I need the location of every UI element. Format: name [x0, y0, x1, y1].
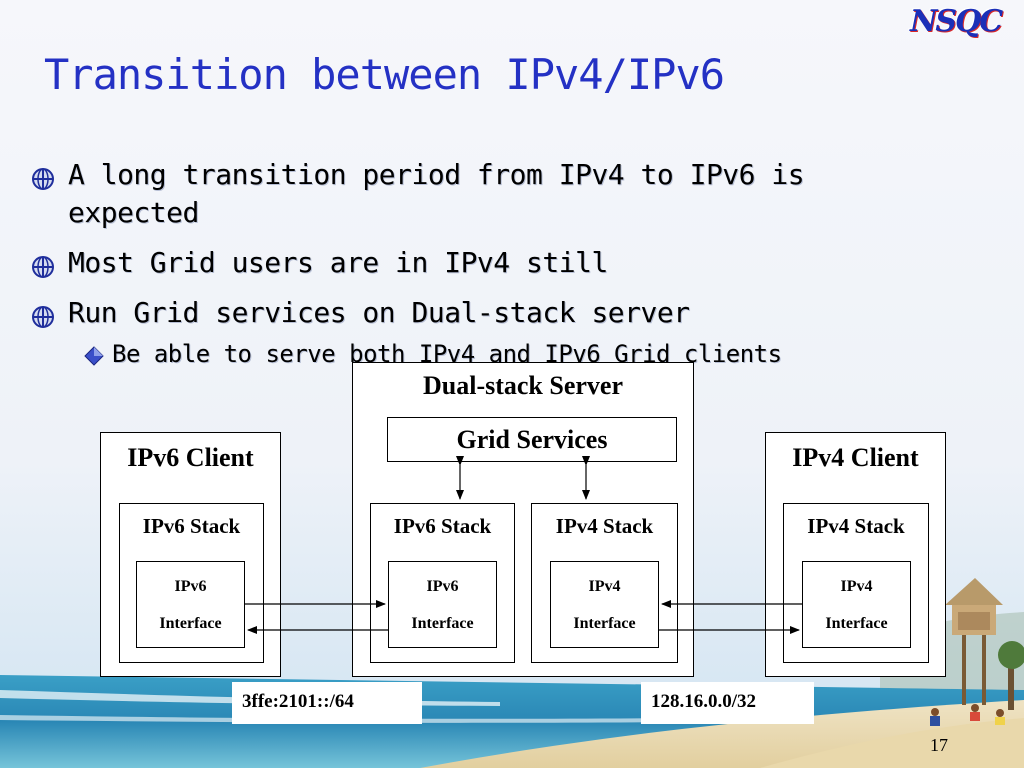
ipv6-client-title: IPv6 Client: [127, 443, 254, 472]
globe-bullet-icon: [32, 256, 54, 278]
bullet-text: Most Grid users are in IPv4 still: [68, 246, 608, 279]
server-ipv4-interface-line2: Interface: [573, 615, 636, 632]
page-number: 17: [930, 735, 948, 755]
bullet-list: A long transition period from IPv4 to IP…: [30, 156, 948, 344]
globe-bullet-icon: [32, 168, 54, 190]
ipv4-client-stack-label: IPv4 Stack: [807, 514, 905, 538]
dual-stack-server-box: Dual-stack Server Grid Services IPv6 Sta…: [352, 362, 694, 677]
ipv6-client-stack-box: IPv6 Stack IPv6 Interface: [119, 503, 264, 663]
server-ipv4-stack-label: IPv4 Stack: [555, 514, 654, 538]
server-ipv4-stack-box: IPv4 Stack IPv4 Interface: [531, 503, 678, 663]
ipv6-client-interface-box: IPv6 Interface: [136, 561, 245, 648]
diamond-bullet-icon: [84, 346, 104, 366]
server-ipv6-stack-box: IPv6 Stack IPv6 Interface: [370, 503, 515, 663]
server-ipv6-interface-line1: IPv6: [426, 578, 459, 595]
bullet-item: A long transition period from IPv4 to IP…: [30, 156, 948, 232]
nsqc-logo: NSQC: [910, 4, 1003, 39]
ipv6-client-box: IPv6 Client IPv6 Stack IPv6 Interface: [100, 432, 281, 677]
ipv4-client-interface-line1: IPv4: [840, 578, 873, 595]
ipv4-network-label: 128.16.0.0/32: [641, 682, 814, 724]
ipv4-client-interface-line2: Interface: [825, 615, 888, 632]
ipv4-client-interface-box: IPv4 Interface: [802, 561, 911, 648]
server-ipv4-interface-line1: IPv4: [588, 578, 621, 595]
ipv4-client-box: IPv4 Client IPv4 Stack IPv4 Interface: [765, 432, 946, 677]
ipv6-client-interface-line1: IPv6: [174, 578, 207, 595]
ipv4-client-title: IPv4 Client: [792, 443, 919, 472]
grid-services-label: Grid Services: [456, 425, 608, 454]
bullet-item: Most Grid users are in IPv4 still: [30, 244, 948, 282]
server-ipv6-stack-label: IPv6 Stack: [393, 514, 492, 538]
server-ipv4-interface-box: IPv4 Interface: [550, 561, 659, 648]
server-ipv6-interface-line2: Interface: [411, 615, 474, 632]
ipv6-client-interface-line2: Interface: [159, 615, 222, 632]
server-title: Dual-stack Server: [422, 371, 623, 400]
ipv6-client-stack-label: IPv6 Stack: [142, 514, 241, 538]
slide-title: Transition between IPv4/IPv6: [44, 50, 725, 99]
ipv6-network-label: 3ffe:2101::/64: [232, 682, 422, 724]
bullet-text: A long transition period from IPv4 to IP…: [68, 158, 805, 229]
ipv4-client-stack-box: IPv4 Stack IPv4 Interface: [783, 503, 929, 663]
globe-bullet-icon: [32, 306, 54, 328]
bullet-item: Run Grid services on Dual-stack server: [30, 294, 948, 332]
bullet-text: Run Grid services on Dual-stack server: [68, 296, 690, 329]
server-ipv6-interface-box: IPv6 Interface: [388, 561, 497, 648]
grid-services-box: Grid Services: [387, 417, 677, 462]
